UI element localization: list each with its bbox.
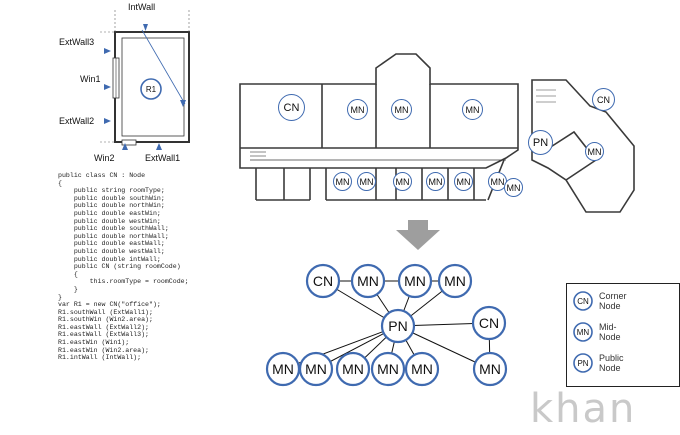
code-line: public double southWin; <box>58 194 165 202</box>
ext-wall2-label: ExtWall2 <box>59 116 95 126</box>
graph-node-mn: MN <box>265 351 301 387</box>
graph-node-mn: MN <box>370 351 406 387</box>
floor-node-mn: MN <box>454 172 473 191</box>
floor-node-mn: MN <box>585 142 604 161</box>
code-line: public string roomType; <box>58 187 165 195</box>
graph-node-mn: MN <box>437 263 473 299</box>
building-outline <box>239 53 519 169</box>
int-wall-label: IntWall <box>128 2 156 12</box>
code-line: R1.eastWall (ExtWall3); <box>58 331 150 339</box>
room-plan-diagram: R1 <box>100 10 190 150</box>
floor-node-mn: MN <box>462 99 483 120</box>
graph-node-label: MN <box>357 273 379 289</box>
watermark-logo: khan <box>530 386 637 432</box>
code-line: { <box>58 270 78 278</box>
svg-text:PN: PN <box>577 359 588 368</box>
win2-label: Win2 <box>94 153 115 163</box>
floor-node-mn: MN <box>426 172 445 191</box>
graph-node-mn: MN <box>404 351 440 387</box>
floor-node-mn: MN <box>357 172 376 191</box>
graph-node-label: MN <box>411 361 433 377</box>
floor-node-mn: MN <box>347 99 368 120</box>
ext-wall3-label: ExtWall3 <box>59 37 95 47</box>
code-line: R1.eastWin (Win2.area); <box>58 346 150 354</box>
graph-node-label: CN <box>479 315 499 331</box>
code-line: public CN (string roomCode) <box>58 263 181 271</box>
code-line: public double westWin; <box>58 217 161 225</box>
code-line: var R1 = new CN("office"); <box>58 301 161 309</box>
floor-node-mn: MN <box>333 172 352 191</box>
win1-label: Win1 <box>80 74 101 84</box>
down-arrow <box>396 220 440 250</box>
graph-node-mn: MN <box>472 351 508 387</box>
legend-symbol-cn: CN <box>573 291 593 311</box>
code-listing: public class CN : Node{ public string ro… <box>58 172 189 362</box>
floor-node-pn: PN <box>528 130 553 155</box>
ext-wall1-label: ExtWall1 <box>145 153 181 163</box>
code-line: R1.southWall (ExtWall1); <box>58 308 153 316</box>
graph-node-label: MN <box>272 361 294 377</box>
graph-node-mn: MN <box>298 351 334 387</box>
graph-node-label: MN <box>404 273 426 289</box>
room-inner-wall <box>121 37 185 137</box>
code-line: public class CN : Node <box>58 172 146 179</box>
floor-node-cn: CN <box>592 88 615 111</box>
code-line: public double northWall; <box>58 232 169 240</box>
graph-node-mn: MN <box>350 263 386 299</box>
floor-node-mn: MN <box>504 178 523 197</box>
floor-node-mn: MN <box>391 99 412 120</box>
graph-node-label: MN <box>305 361 327 377</box>
code-line: } <box>58 293 62 301</box>
graph-node-label: MN <box>479 361 501 377</box>
legend-symbol-pn: PN <box>573 353 593 373</box>
code-line: } <box>58 285 78 293</box>
code-line: R1.eastWin (Win1); <box>58 339 130 347</box>
graph-node-cn: CN <box>471 305 507 341</box>
code-line: R1.southWin (Win2.area); <box>58 316 153 324</box>
code-line: public double northWin; <box>58 202 165 210</box>
code-line: public double southWall; <box>58 225 169 233</box>
legend-symbols: CN MN PN <box>573 291 593 373</box>
svg-text:CN: CN <box>577 297 589 306</box>
graph-node-cn: CN <box>305 263 341 299</box>
code-line: R1.intWall (IntWall); <box>58 354 142 362</box>
code-line: public double westWall; <box>58 247 165 255</box>
code-line: this.roomType = roomCode; <box>58 278 189 286</box>
graph-node-label: MN <box>342 361 364 377</box>
graph-node-mn: MN <box>335 351 371 387</box>
graph-node-mn: MN <box>397 263 433 299</box>
legend-symbol-mn: MN <box>573 322 593 342</box>
floor-node-cn: CN <box>278 94 305 121</box>
graph-node-label: MN <box>444 273 466 289</box>
floor-node-mn: MN <box>393 172 412 191</box>
svg-text:MN: MN <box>577 328 590 337</box>
room-node <box>140 78 162 100</box>
code-line: { <box>58 179 62 187</box>
room-label: R1 <box>146 85 157 94</box>
graph-node-label: MN <box>377 361 399 377</box>
code-line: public double intWall; <box>58 255 161 263</box>
graph-node-label: PN <box>388 318 407 334</box>
floor-plan-diagram <box>239 53 635 213</box>
code-line: public double eastWin; <box>58 209 161 217</box>
graph-node-pn: PN <box>380 308 416 344</box>
legend-mid-text: Mid-Node <box>599 322 621 342</box>
code-line: public double eastWall; <box>58 240 165 248</box>
code-line: R1.eastWall (ExtWall2); <box>58 323 150 331</box>
graph-node-label: CN <box>313 273 333 289</box>
